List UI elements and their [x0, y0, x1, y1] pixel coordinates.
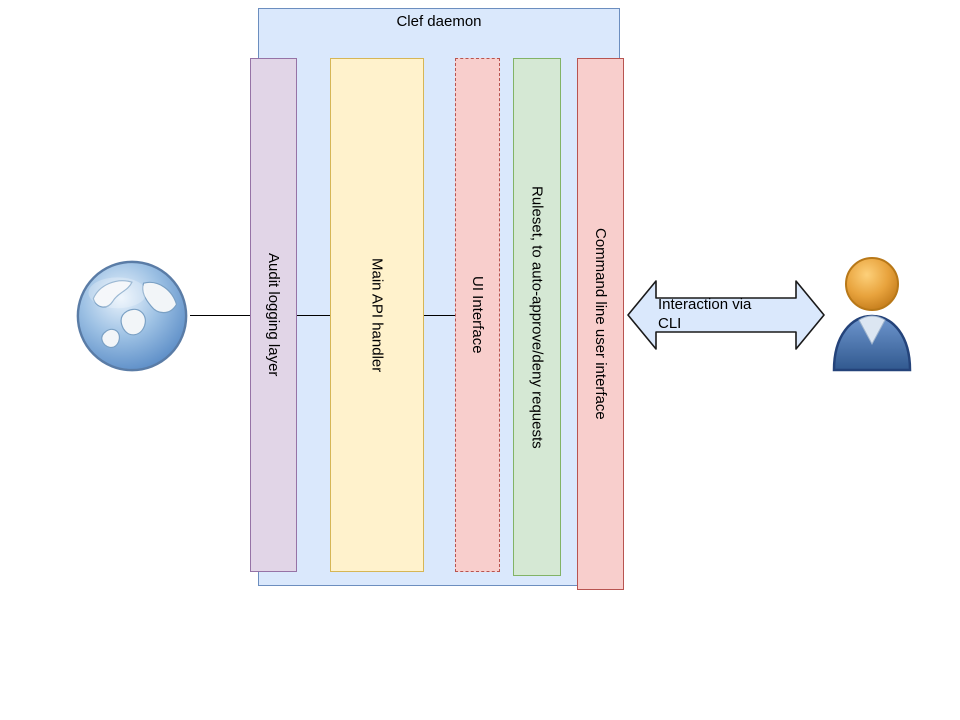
interaction-label-line2: CLI [658, 315, 682, 332]
connector-globe-audit [190, 315, 250, 316]
column-ui-interface: UI Interface [455, 58, 500, 572]
double-arrow-icon [627, 280, 825, 350]
column-command-line-user-interface: Command line user interface [577, 58, 624, 590]
interaction-label-line1: Interaction via [658, 296, 752, 313]
clef-daemon-title: Clef daemon [396, 13, 482, 30]
connector-audit-api [297, 315, 330, 316]
column-label: Main API handler [368, 257, 386, 373]
column-label: Ruleset, to auto-approve/deny requests [528, 185, 546, 449]
user-icon [826, 252, 918, 372]
column-audit-logging-layer: Audit logging layer [250, 58, 297, 572]
column-label: UI Interface [469, 276, 486, 354]
column-label: Audit logging layer [265, 253, 282, 377]
connector-api-ui [424, 315, 455, 316]
globe-icon [74, 258, 190, 374]
column-ruleset: Ruleset, to auto-approve/deny requests [513, 58, 561, 576]
column-label: Command line user interface [592, 228, 609, 420]
interaction-label: Interaction via CLI [658, 295, 798, 333]
interaction-arrow [626, 275, 826, 355]
column-main-api-handler: Main API handler [330, 58, 424, 572]
clef-daemon-container [258, 8, 620, 586]
